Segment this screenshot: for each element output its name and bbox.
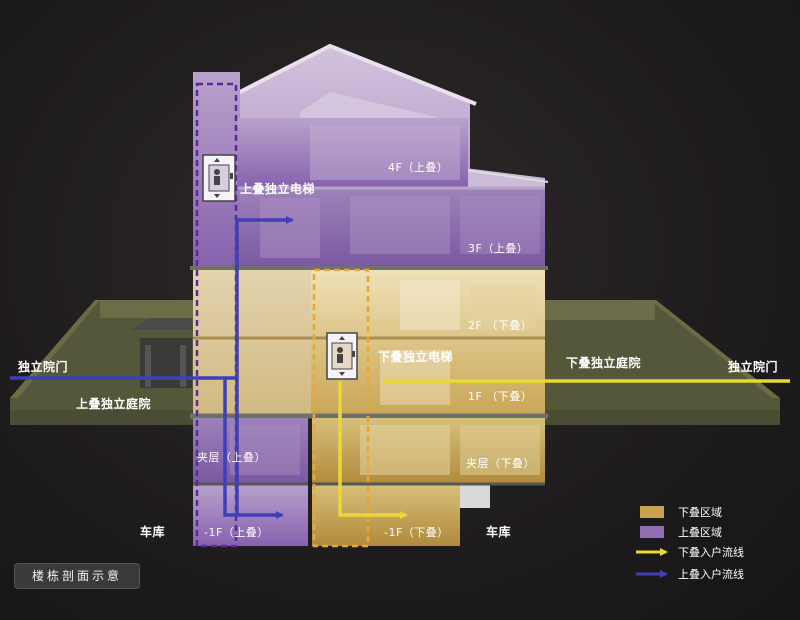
legend-lower-flow: 下叠入户流线	[678, 544, 744, 560]
floor-label-b1-upper: -1F（上叠）	[204, 526, 269, 539]
legend-lower-zone-text: 下叠区域	[678, 506, 722, 519]
garage-left-label: 车库	[140, 525, 166, 539]
terrain	[10, 300, 780, 425]
lower-elevator-icon	[326, 332, 358, 380]
floor-label-1f: 1F （下叠）	[468, 390, 533, 403]
section-caption-tag: 楼栋剖面示意	[14, 563, 140, 589]
legend-lower-zone: 下叠区域	[640, 504, 722, 520]
gate-right-label: 独立院门	[728, 360, 779, 374]
legend-lower-zone-swatch	[640, 506, 664, 518]
lower-elevator-label: 下叠独立电梯	[378, 350, 454, 364]
upper-entry-flow	[10, 216, 294, 519]
floor-label-3f: 3F（上叠）	[468, 242, 529, 255]
legend-upper-zone: 上叠区域	[640, 524, 722, 540]
upper-elevator-icon	[202, 154, 236, 202]
floor-label-mezzanine-upper: 夹层（上叠）	[197, 451, 266, 464]
legend-upper-zone-text: 上叠区域	[678, 526, 722, 539]
legend-upper-flow: 上叠入户流线	[678, 566, 744, 582]
floor-label-2f: 2F （下叠）	[468, 319, 533, 332]
lower-courtyard-label: 下叠独立庭院	[566, 356, 642, 370]
lower-elevator-shaft	[312, 268, 370, 548]
floor-label-b1-lower: -1F（下叠）	[384, 526, 449, 539]
legend-lower-flow-text: 下叠入户流线	[678, 546, 744, 559]
legend-upper-zone-swatch	[640, 526, 664, 538]
floor-label-4f: 4F（上叠）	[388, 161, 449, 174]
lower-entry-flow	[338, 377, 790, 519]
floor-label-mezzanine-lower: 夹层（下叠）	[466, 457, 535, 470]
gate-left-label: 独立院门	[18, 360, 69, 374]
upper-elevator-label: 上叠独立电梯	[240, 182, 316, 196]
upper-courtyard-label: 上叠独立庭院	[76, 397, 152, 411]
legend-upper-flow-text: 上叠入户流线	[678, 568, 744, 581]
garage-right-label: 车库	[486, 525, 512, 539]
